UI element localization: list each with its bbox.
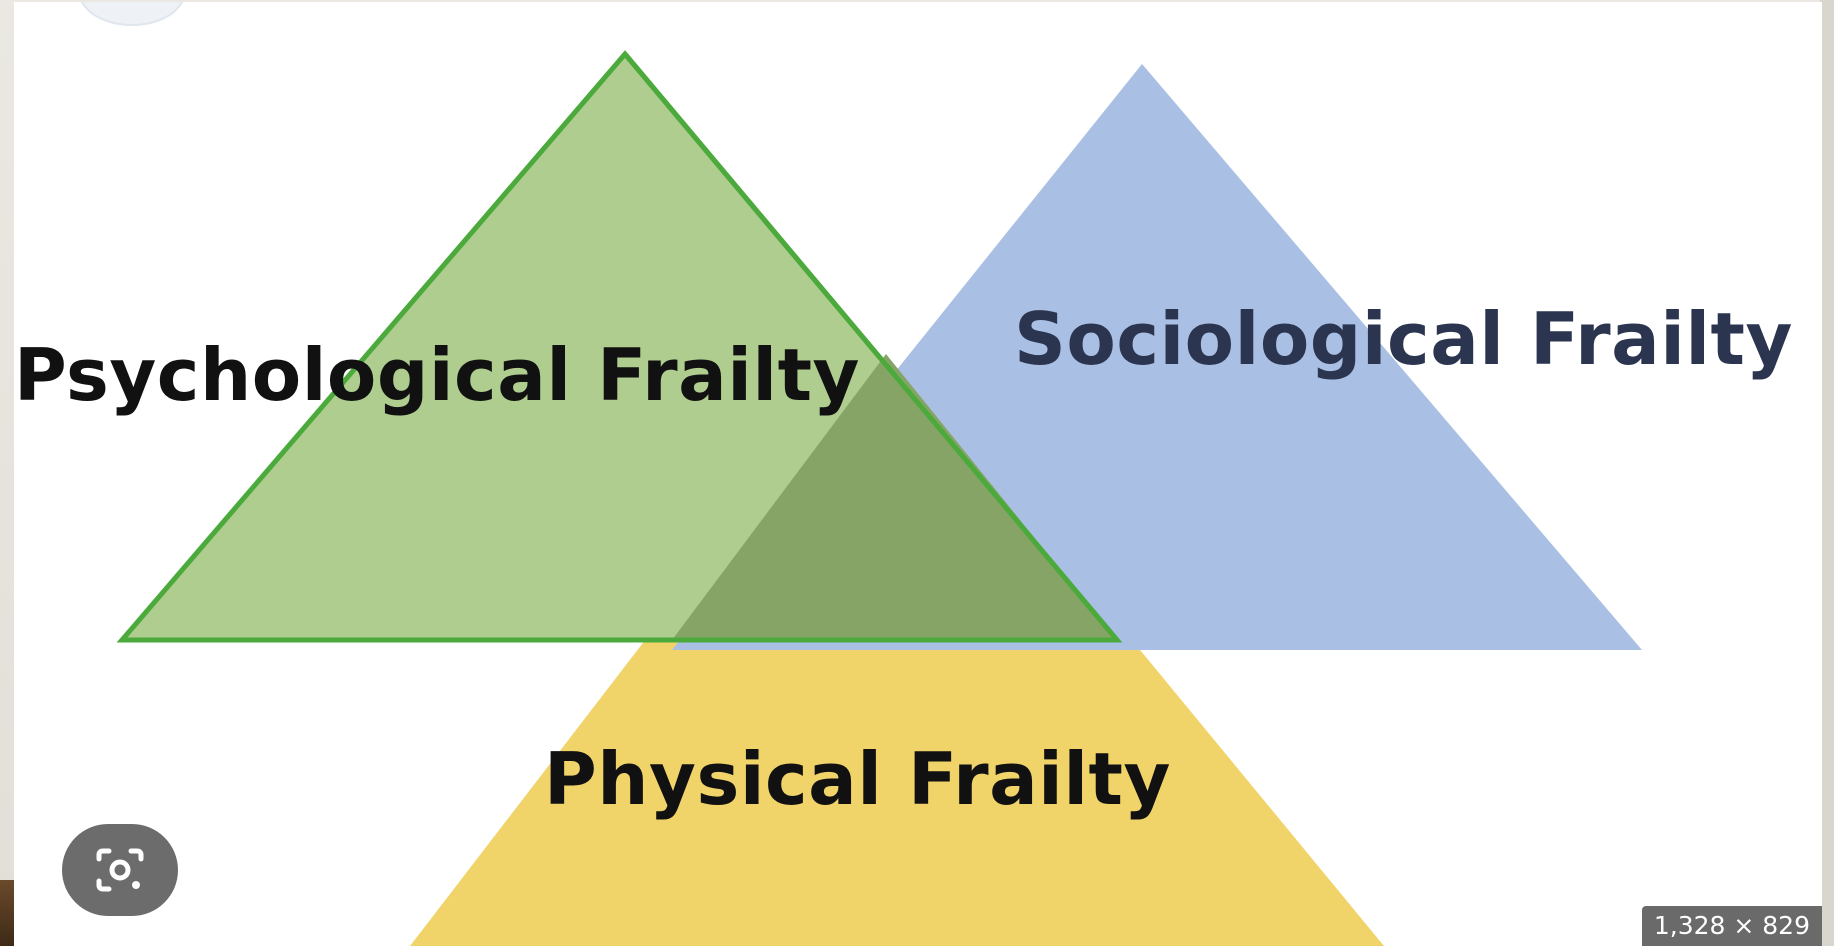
overlap-edge	[623, 52, 1119, 642]
visual-search-button[interactable]	[62, 824, 178, 916]
label-physical-frailty: Physical Frailty	[544, 737, 1171, 821]
overlap-region	[672, 354, 1117, 640]
background-texture	[0, 880, 14, 946]
image-preview[interactable]: Psychological Frailty Sociological Frail…	[14, 2, 1822, 946]
google-lens-icon	[96, 848, 144, 892]
label-psychological-frailty: Psychological Frailty	[14, 333, 860, 417]
viewer-edge	[1820, 0, 1834, 946]
frailty-diagram: Psychological Frailty Sociological Frail…	[14, 50, 1793, 946]
image-dimensions-badge: 1,328 × 829	[1641, 906, 1822, 946]
physical-frailty-triangle	[410, 622, 1384, 946]
label-sociological-frailty: Sociological Frailty	[1014, 297, 1793, 381]
